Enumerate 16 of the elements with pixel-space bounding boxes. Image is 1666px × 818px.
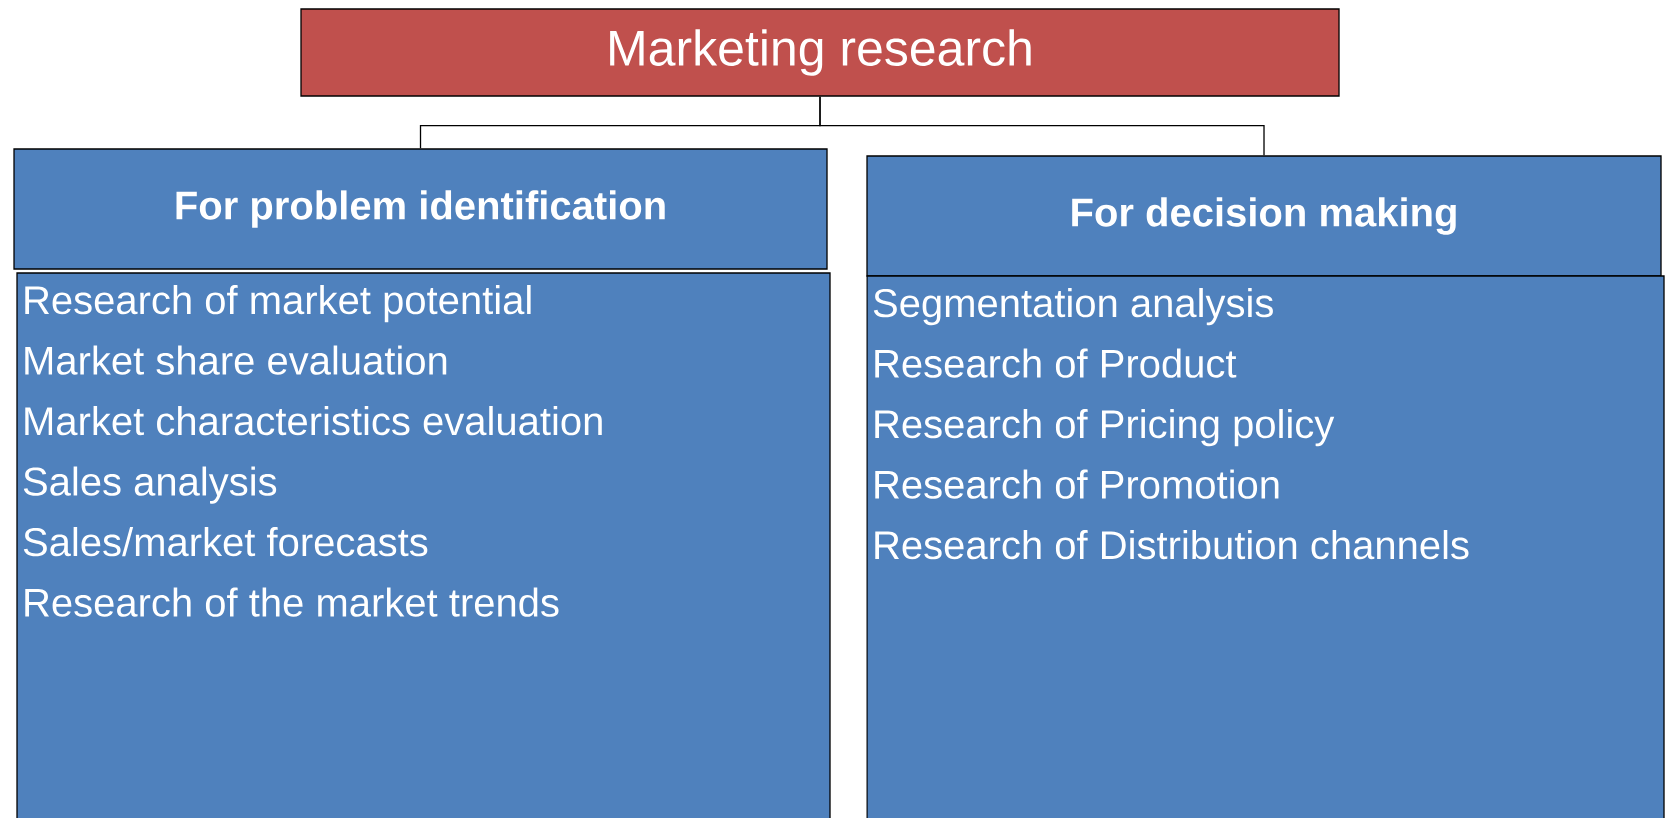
connector [819,96,1265,156]
item-list-box [16,272,831,818]
list-item: Research of market potential [25,285,531,323]
list-item: Sales/market forecasts [23,527,428,557]
category-header-box: For problem identification [13,148,828,270]
category-header-box: For decision making [866,155,1662,277]
list-item: Segmentation analysis [873,288,1273,326]
list-item: Research of Pricing policy [875,409,1335,447]
list-item: Research of Promotion [875,469,1279,499]
list-item: Market characteristics evaluation [25,406,602,436]
list-item: Market share evaluation [25,345,447,375]
title-box: Marketing research [300,8,1340,97]
list-item: Research of the market trends [25,587,559,617]
list-item: Research of Product [875,348,1237,378]
list-item: Research of Distribution channels [875,530,1469,560]
list-item: Sales analysis [23,466,277,504]
